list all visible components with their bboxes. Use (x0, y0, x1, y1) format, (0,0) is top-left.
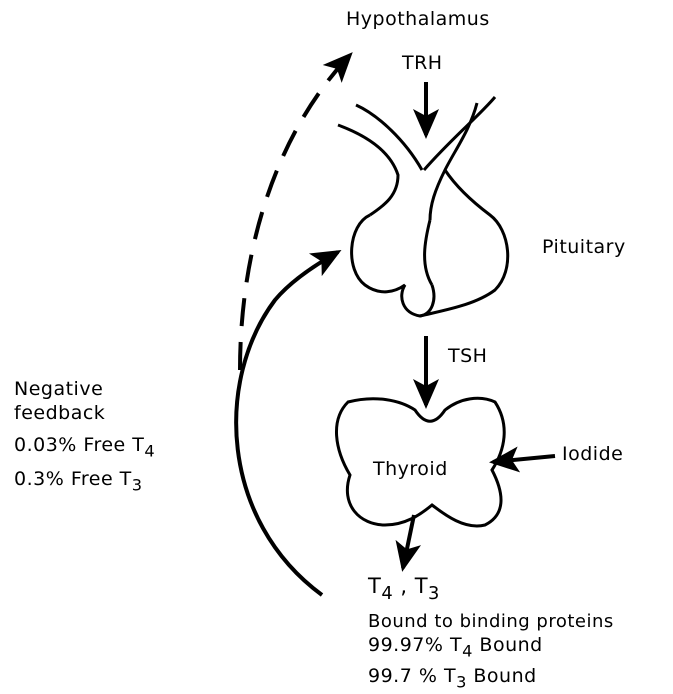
free-t3-text: Free T (71, 468, 132, 490)
iodide-arrow (493, 456, 555, 462)
bound-t3-percent: 99.7 % (368, 665, 437, 687)
free-t4-label: 0.03% Free T4 (14, 434, 155, 463)
negative-feedback-label-line2: feedback (14, 402, 105, 424)
bound-t4-prefix: T (450, 634, 462, 656)
bound-t3-line: 99.7 % T3 Bound (368, 665, 537, 694)
pituitary-label: Pituitary (542, 236, 626, 258)
free-t4-text: Free T (83, 434, 144, 456)
bound-t3-prefix: T (444, 665, 456, 687)
bound-t4-subscript: 4 (462, 642, 473, 661)
t4-subscript: 4 (381, 583, 393, 604)
bound-t3-subscript: 3 (456, 673, 467, 692)
negative-feedback-label-line1: Negative (14, 378, 103, 400)
t3-subscript: 3 (428, 583, 440, 604)
bound-t3-suffix: Bound (467, 665, 537, 687)
bound-heading: Bound to binding proteins (368, 611, 614, 633)
free-t3-label: 0.3% Free T3 (14, 468, 143, 497)
pituitary-outline (338, 97, 508, 316)
thyroid-label: Thyroid (373, 458, 448, 480)
free-t3-subscript: 3 (132, 476, 143, 495)
free-t4-subscript: 4 (144, 442, 155, 461)
iodide-label: Iodide (562, 443, 623, 465)
feedback-pituitary-arrow (236, 252, 338, 595)
t-separator: , (393, 574, 415, 598)
t3-prefix: T (415, 574, 428, 598)
tsh-label: TSH (448, 345, 487, 367)
bound-t4-percent: 99.97% (368, 634, 443, 656)
free-t4-percent: 0.03% (14, 434, 77, 456)
free-t3-percent: 0.3% (14, 468, 64, 490)
bound-t4-suffix: Bound (473, 634, 543, 656)
bound-t4-line: 99.97% T4 Bound (368, 634, 543, 663)
t4-t3-label: T4 , T3 (368, 575, 440, 605)
feedback-hypothalamus-arrow (240, 55, 350, 370)
trh-label: TRH (402, 52, 443, 74)
hypothalamus-label: Hypothalamus (346, 8, 490, 30)
t4-prefix: T (368, 574, 381, 598)
